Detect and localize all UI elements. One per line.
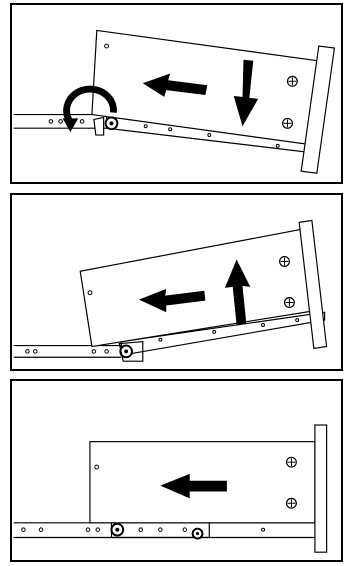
roller-icon bbox=[94, 117, 117, 135]
screw-icon bbox=[287, 76, 297, 86]
screw-icon bbox=[285, 298, 295, 308]
screw-icon bbox=[287, 457, 297, 467]
step-2-diagram bbox=[12, 195, 341, 369]
step-2-panel bbox=[10, 193, 343, 371]
step-3-diagram bbox=[12, 381, 341, 560]
step-3-panel bbox=[10, 379, 343, 562]
drawer-slide-rail bbox=[14, 346, 122, 358]
drawer-box bbox=[80, 229, 317, 346]
drawer-slide-rail bbox=[14, 115, 107, 129]
screw-icon bbox=[287, 498, 297, 508]
drawer-front-panel bbox=[315, 425, 327, 552]
screw-icon bbox=[283, 118, 293, 128]
roller-icon bbox=[111, 524, 123, 536]
screw-icon bbox=[280, 257, 290, 267]
roller-icon bbox=[193, 529, 203, 539]
step-1-panel bbox=[10, 3, 343, 184]
step-1-diagram bbox=[12, 5, 341, 182]
